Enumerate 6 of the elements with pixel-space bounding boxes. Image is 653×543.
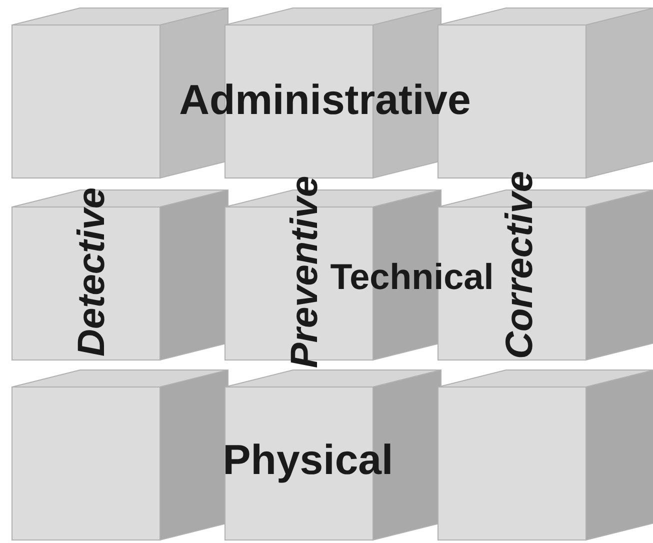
column-heading: Corrective (501, 171, 539, 359)
row-heading: Physical (222, 439, 394, 481)
row-heading: Technical (330, 259, 494, 295)
column-heading: Detective (73, 188, 111, 356)
column-heading: Preventive (286, 176, 324, 368)
row-heading: Administrative (179, 79, 471, 121)
